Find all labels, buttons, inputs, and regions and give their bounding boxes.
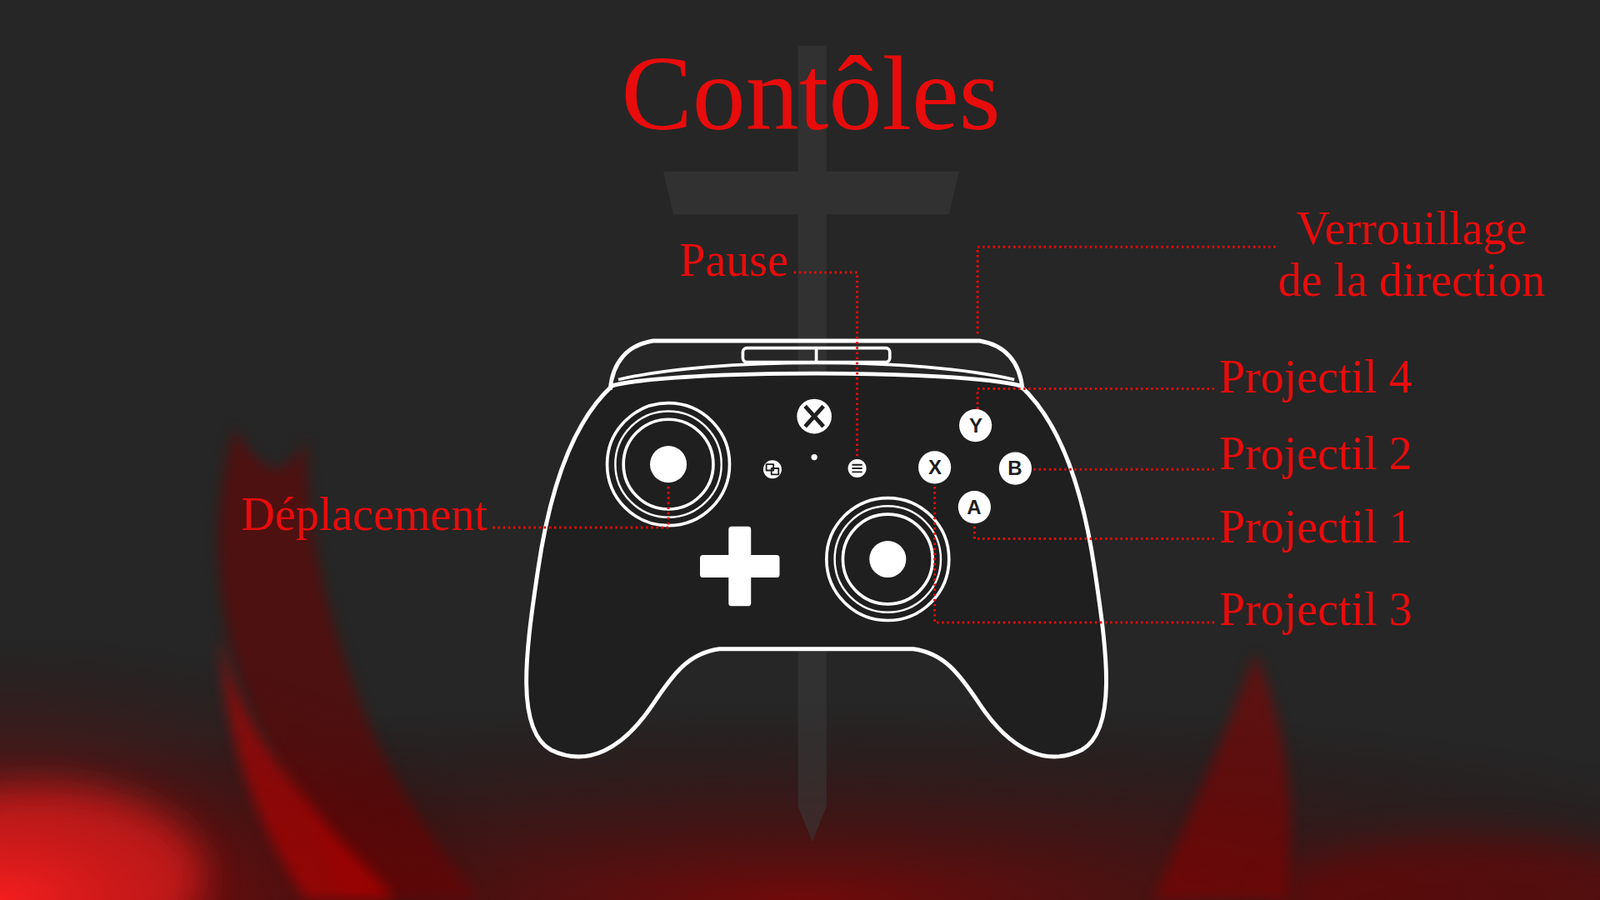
leader-line xyxy=(1032,468,1215,471)
button-letter: A xyxy=(966,496,981,519)
leader-line xyxy=(492,485,669,528)
guide-logo xyxy=(805,405,824,426)
stick-ring xyxy=(826,498,950,621)
screen-title: Contôles xyxy=(620,35,1000,153)
cross-bar xyxy=(663,171,960,215)
control-label: Projectil 4 xyxy=(1219,351,1413,404)
flame-shape xyxy=(219,632,393,900)
view-button xyxy=(763,460,782,479)
stick-ring xyxy=(835,505,941,612)
flame-glow xyxy=(0,785,205,900)
leader-line xyxy=(974,524,1215,539)
control-label: Pause xyxy=(679,235,789,287)
dpad xyxy=(728,526,751,607)
control-label: Projectil 2 xyxy=(1219,428,1413,480)
guide-button xyxy=(796,399,832,435)
control-label: Projectil 1 xyxy=(1219,501,1413,554)
control-label: Projectil 3 xyxy=(1219,584,1413,636)
face-button xyxy=(999,451,1032,485)
top-slot xyxy=(742,348,890,363)
bumpers xyxy=(610,340,1023,390)
leader-line xyxy=(977,389,1215,410)
button-letter: B xyxy=(1007,457,1022,480)
leader-line xyxy=(935,485,1215,623)
menu-icon xyxy=(851,465,862,473)
button-letter: X xyxy=(928,456,942,479)
leader-line xyxy=(794,272,858,460)
bumper-edge xyxy=(618,362,1015,380)
stick-ring xyxy=(842,514,933,605)
controller-body xyxy=(526,373,1107,757)
flame-glow xyxy=(1275,836,1600,900)
stick-ring xyxy=(615,410,721,517)
stick-cap xyxy=(869,540,906,578)
flame-shape xyxy=(1153,653,1291,900)
leader-lines xyxy=(492,246,1275,623)
view-icon xyxy=(771,468,780,475)
face-button xyxy=(958,490,991,524)
face-button xyxy=(918,450,951,484)
button-letter: Y xyxy=(969,415,983,437)
indicator-dot xyxy=(810,454,817,460)
control-label: Verrouillage de la direction xyxy=(1270,203,1554,306)
menu-button xyxy=(848,459,867,478)
gamepad xyxy=(526,340,1107,757)
stick-ring xyxy=(623,419,714,510)
slot-divider xyxy=(815,348,819,363)
leader-line xyxy=(977,246,1276,334)
view-icon xyxy=(766,464,775,470)
stick-cap xyxy=(650,445,687,483)
control-label: Déplacement xyxy=(241,489,488,541)
face-button xyxy=(959,409,992,442)
